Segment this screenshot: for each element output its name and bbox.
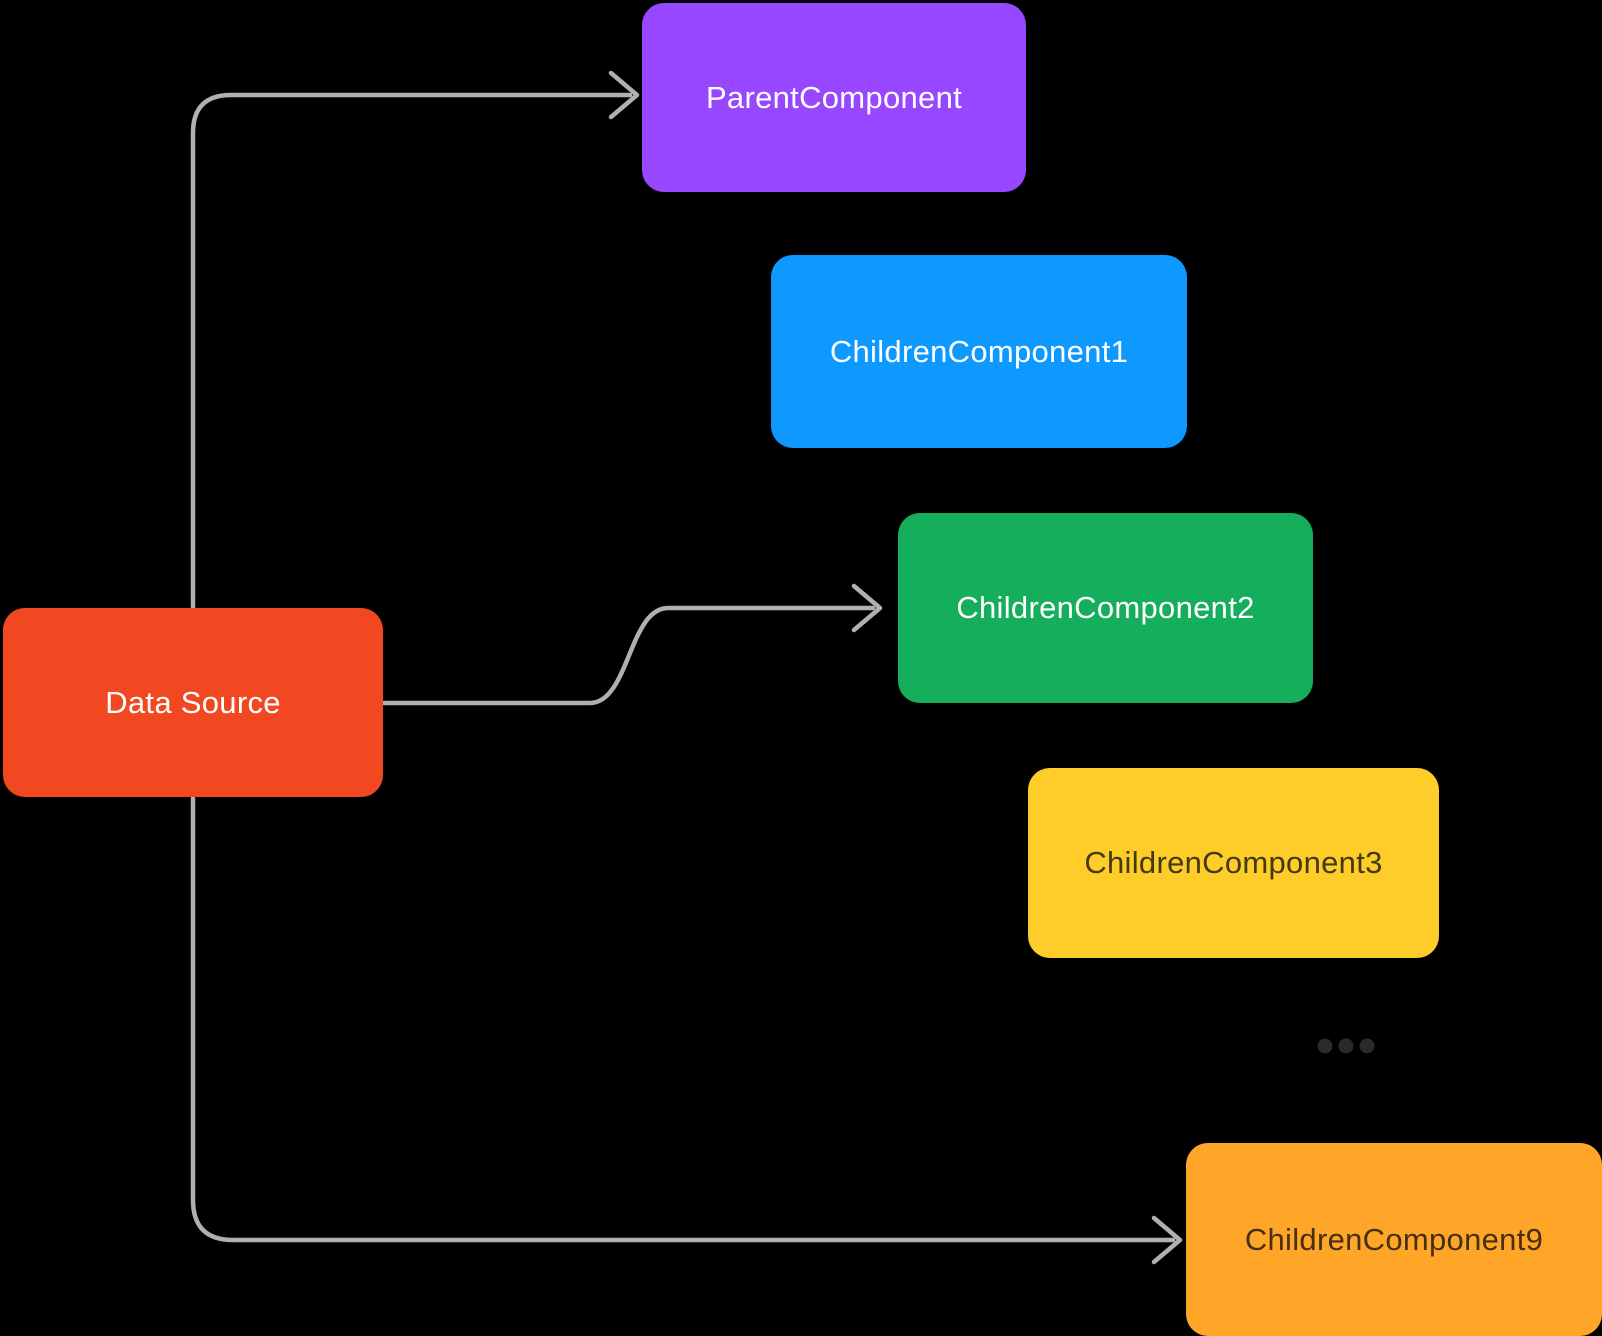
ellipsis-dot xyxy=(1338,1038,1354,1054)
arrowhead-icon xyxy=(1151,1215,1183,1265)
node-children-component-3: ChildrenComponent3 xyxy=(1028,768,1439,958)
ellipsis-dot xyxy=(1359,1038,1375,1054)
node-label: ChildrenComponent1 xyxy=(829,333,1129,369)
node-data-source: Data Source xyxy=(3,608,383,797)
arrowhead-icon xyxy=(851,583,883,633)
node-label: ChildrenComponent2 xyxy=(956,590,1255,625)
node-label: ChildrenComponent3 xyxy=(1084,845,1383,880)
ellipsis-dot xyxy=(1317,1038,1333,1054)
connector-data-source-to-parent-component xyxy=(190,92,633,610)
connector-data-source-to-children-component-9 xyxy=(190,795,1176,1243)
node-label: ParentComponent xyxy=(705,79,963,115)
arrowhead-icon xyxy=(608,70,640,120)
node-label: Data Source xyxy=(105,684,281,720)
node-parent-component: ParentComponent xyxy=(642,3,1026,192)
node-label: ChildrenComponent9 xyxy=(1244,1221,1544,1257)
node-children-component-9: ChildrenComponent9 xyxy=(1186,1143,1602,1336)
node-children-component-1: ChildrenComponent1 xyxy=(771,255,1187,448)
connector-data-source-to-children-component-2 xyxy=(381,605,876,706)
node-children-component-2: ChildrenComponent2 xyxy=(898,513,1313,703)
